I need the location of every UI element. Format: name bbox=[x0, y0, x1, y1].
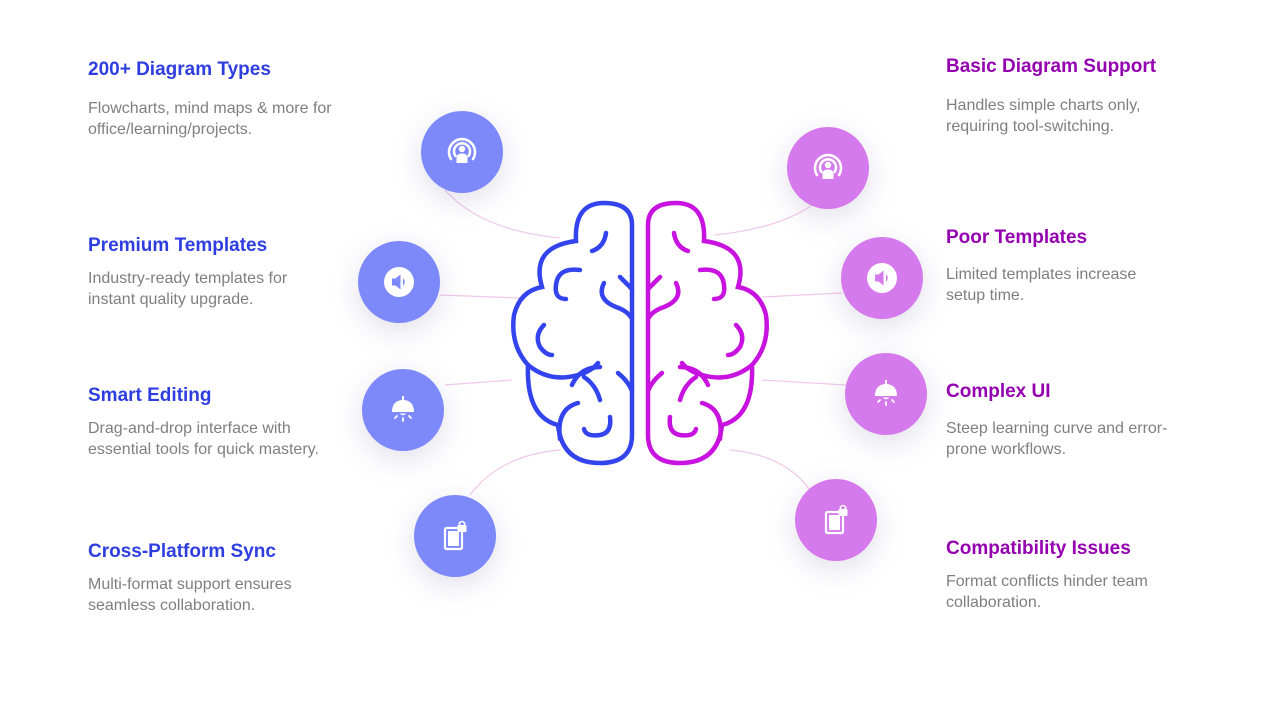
speaker-icon bbox=[867, 263, 897, 293]
feature-circle-left-4 bbox=[414, 495, 496, 577]
issue-description: Limited templates increase setup time. bbox=[946, 266, 1137, 304]
locked-door-icon bbox=[824, 504, 848, 535]
brain-illustration bbox=[511, 200, 769, 466]
feature-title: 200+ Diagram Types bbox=[88, 59, 271, 80]
issue-item-compatibility-issues: Compatibility Issues Format conflicts hi… bbox=[946, 537, 1246, 613]
issue-title: Poor Templates bbox=[946, 227, 1088, 248]
feature-item-premium-templates: Premium Templates Industry-ready templat… bbox=[88, 234, 388, 310]
connector-left-4 bbox=[469, 449, 561, 496]
issue-title: Compatibility Issues bbox=[946, 538, 1131, 559]
connector-right-4 bbox=[729, 449, 811, 491]
feature-circle-right-1 bbox=[787, 127, 869, 209]
issue-title: Complex UI bbox=[946, 381, 1051, 402]
connector-right-3 bbox=[761, 379, 847, 386]
feature-item-smart-editing: Smart Editing Drag-and-drop interface wi… bbox=[88, 384, 388, 460]
lamp-icon bbox=[875, 380, 897, 406]
podcast-user-icon bbox=[447, 137, 477, 163]
connector-left-2 bbox=[439, 294, 521, 299]
issue-item-complex-ui: Complex UI Steep learning curve and erro… bbox=[946, 380, 1246, 460]
issue-description: Steep learning curve and error-prone wor… bbox=[946, 420, 1168, 458]
issue-item-basic-diagram-support: Basic Diagram Support Handles simple cha… bbox=[946, 55, 1246, 137]
issue-description: Format conflicts hinder team collaborati… bbox=[946, 573, 1148, 611]
feature-circle-right-2 bbox=[841, 237, 923, 319]
feature-item-diagram-types: 200+ Diagram Types Flowcharts, mind maps… bbox=[88, 58, 388, 140]
brain-right-hemisphere bbox=[645, 200, 769, 466]
podcast-user-icon bbox=[813, 153, 843, 179]
feature-description: Drag-and-drop interface with essential t… bbox=[88, 420, 319, 458]
connector-left-3 bbox=[444, 379, 513, 386]
feature-circle-right-3 bbox=[845, 353, 927, 435]
feature-description: Multi-format support ensures seamless co… bbox=[88, 576, 292, 614]
feature-title: Premium Templates bbox=[88, 235, 268, 256]
brain-left-hemisphere bbox=[511, 200, 635, 466]
feature-item-cross-platform-sync: Cross-Platform Sync Multi-format support… bbox=[88, 540, 388, 616]
locked-door-icon bbox=[443, 520, 467, 551]
issue-description: Handles simple charts only, requiring to… bbox=[946, 97, 1141, 135]
feature-circle-left-2 bbox=[358, 241, 440, 323]
feature-title: Smart Editing bbox=[88, 385, 212, 406]
lamp-icon bbox=[392, 396, 414, 422]
connector-right-2 bbox=[761, 292, 843, 298]
feature-title: Cross-Platform Sync bbox=[88, 541, 276, 562]
feature-circle-left-1 bbox=[421, 111, 503, 193]
connector-right-1 bbox=[714, 204, 813, 236]
speaker-icon bbox=[384, 267, 414, 297]
feature-circle-right-4 bbox=[795, 479, 877, 561]
connector-left-1 bbox=[444, 189, 561, 239]
feature-circle-left-3 bbox=[362, 369, 444, 451]
issue-item-poor-templates: Poor Templates Limited templates increas… bbox=[946, 226, 1246, 306]
issue-title: Basic Diagram Support bbox=[946, 56, 1157, 77]
feature-description: Industry-ready templates for instant qua… bbox=[88, 270, 288, 308]
feature-description: Flowcharts, mind maps & more for office/… bbox=[88, 100, 332, 138]
